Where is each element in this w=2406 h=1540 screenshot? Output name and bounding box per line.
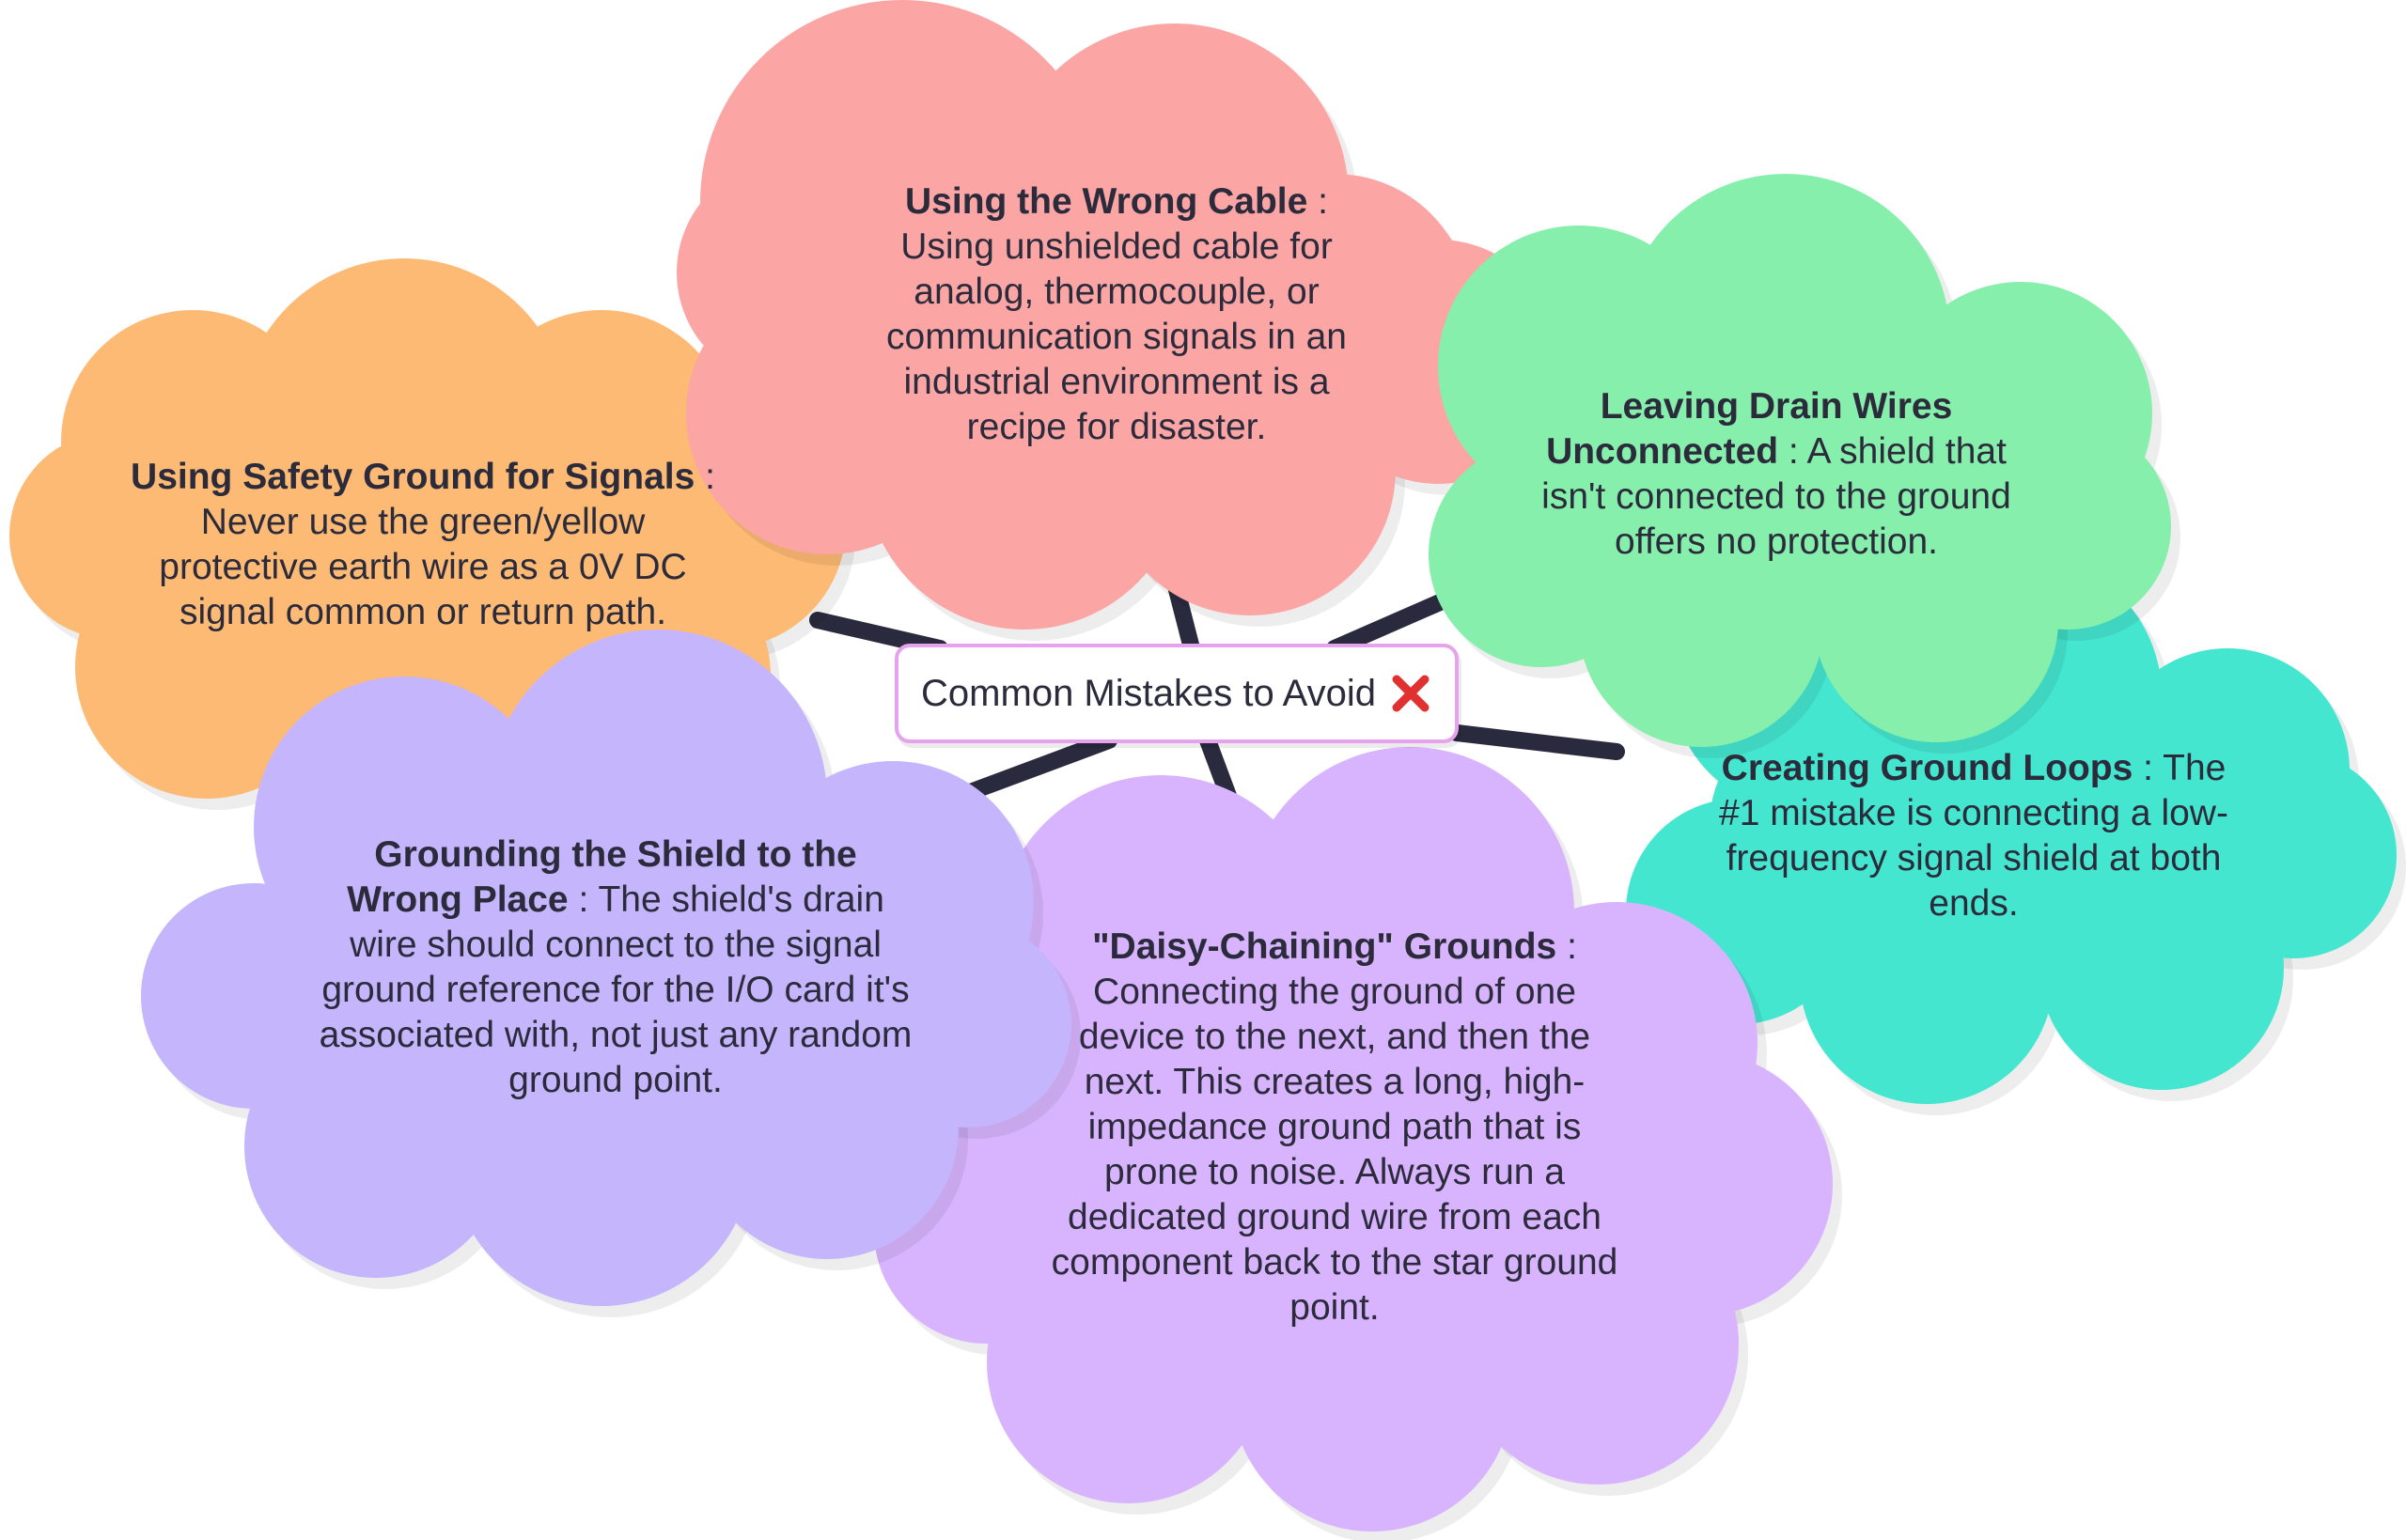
cloud-text-ground-loops: Creating Ground Loops : The #1 mistake i… (1711, 746, 2237, 926)
cloud-shape (141, 630, 1071, 1306)
node-separator: : (2133, 748, 2164, 788)
node-description: The #1 mistake is connecting a low-frequ… (1719, 748, 2228, 924)
node-heading: Leaving Drain Wires Unconnected (1546, 386, 1953, 472)
cross-mark-icon (1392, 675, 1430, 712)
cloud-text-drain-wires: Leaving Drain Wires Unconnected : A shie… (1513, 384, 2039, 565)
node-heading: Creating Ground Loops (1721, 748, 2133, 788)
cloud-text-wrong-cable: Using the Wrong Cable : Using unshielded… (853, 179, 1380, 450)
cloud-layer (9, 0, 2406, 1540)
node-description: Never use the green/yellow protective ea… (159, 502, 687, 632)
cloud-text-safety-ground: Using Safety Ground for Signals : Never … (122, 455, 724, 635)
cloud-text-shield-wrong-place: Grounding the Shield to the Wrong Place … (315, 832, 916, 1103)
cloud-shield-wrong-place[interactable] (141, 630, 1081, 1317)
node-separator: : (568, 879, 599, 920)
node-separator: : (1778, 431, 1807, 472)
node-separator: : (1307, 181, 1328, 222)
cloud-shape (1429, 174, 2171, 747)
node-separator: : (695, 457, 715, 497)
node-heading: "Daisy-Chaining" Grounds (1092, 926, 1557, 967)
node-heading: Using the Wrong Cable (905, 181, 1308, 222)
node-separator: : (1556, 926, 1577, 967)
node-description: The shield's drain wire should connect t… (319, 879, 913, 1100)
cloud-shape (677, 0, 1560, 630)
node-description: Connecting the ground of one device to t… (1051, 972, 1618, 1328)
central-topic-node[interactable]: Common Mistakes to Avoid (895, 644, 1459, 743)
connector-ground-loops (1448, 724, 1625, 760)
node-heading: Using Safety Ground for Signals (131, 457, 695, 497)
cloud-drain-wires[interactable] (1429, 174, 2180, 758)
node-description: Using unshielded cable for analog, therm… (886, 226, 1347, 447)
node-heading: Grounding the Shield to the Wrong Place (347, 834, 857, 920)
node-description: A shield that isn't connected to the gro… (1541, 431, 2011, 562)
central-topic-label: Common Mistakes to Avoid (921, 672, 1376, 714)
cloud-text-daisy-chaining: "Daisy-Chaining" Grounds : Connecting th… (1048, 925, 1621, 1330)
